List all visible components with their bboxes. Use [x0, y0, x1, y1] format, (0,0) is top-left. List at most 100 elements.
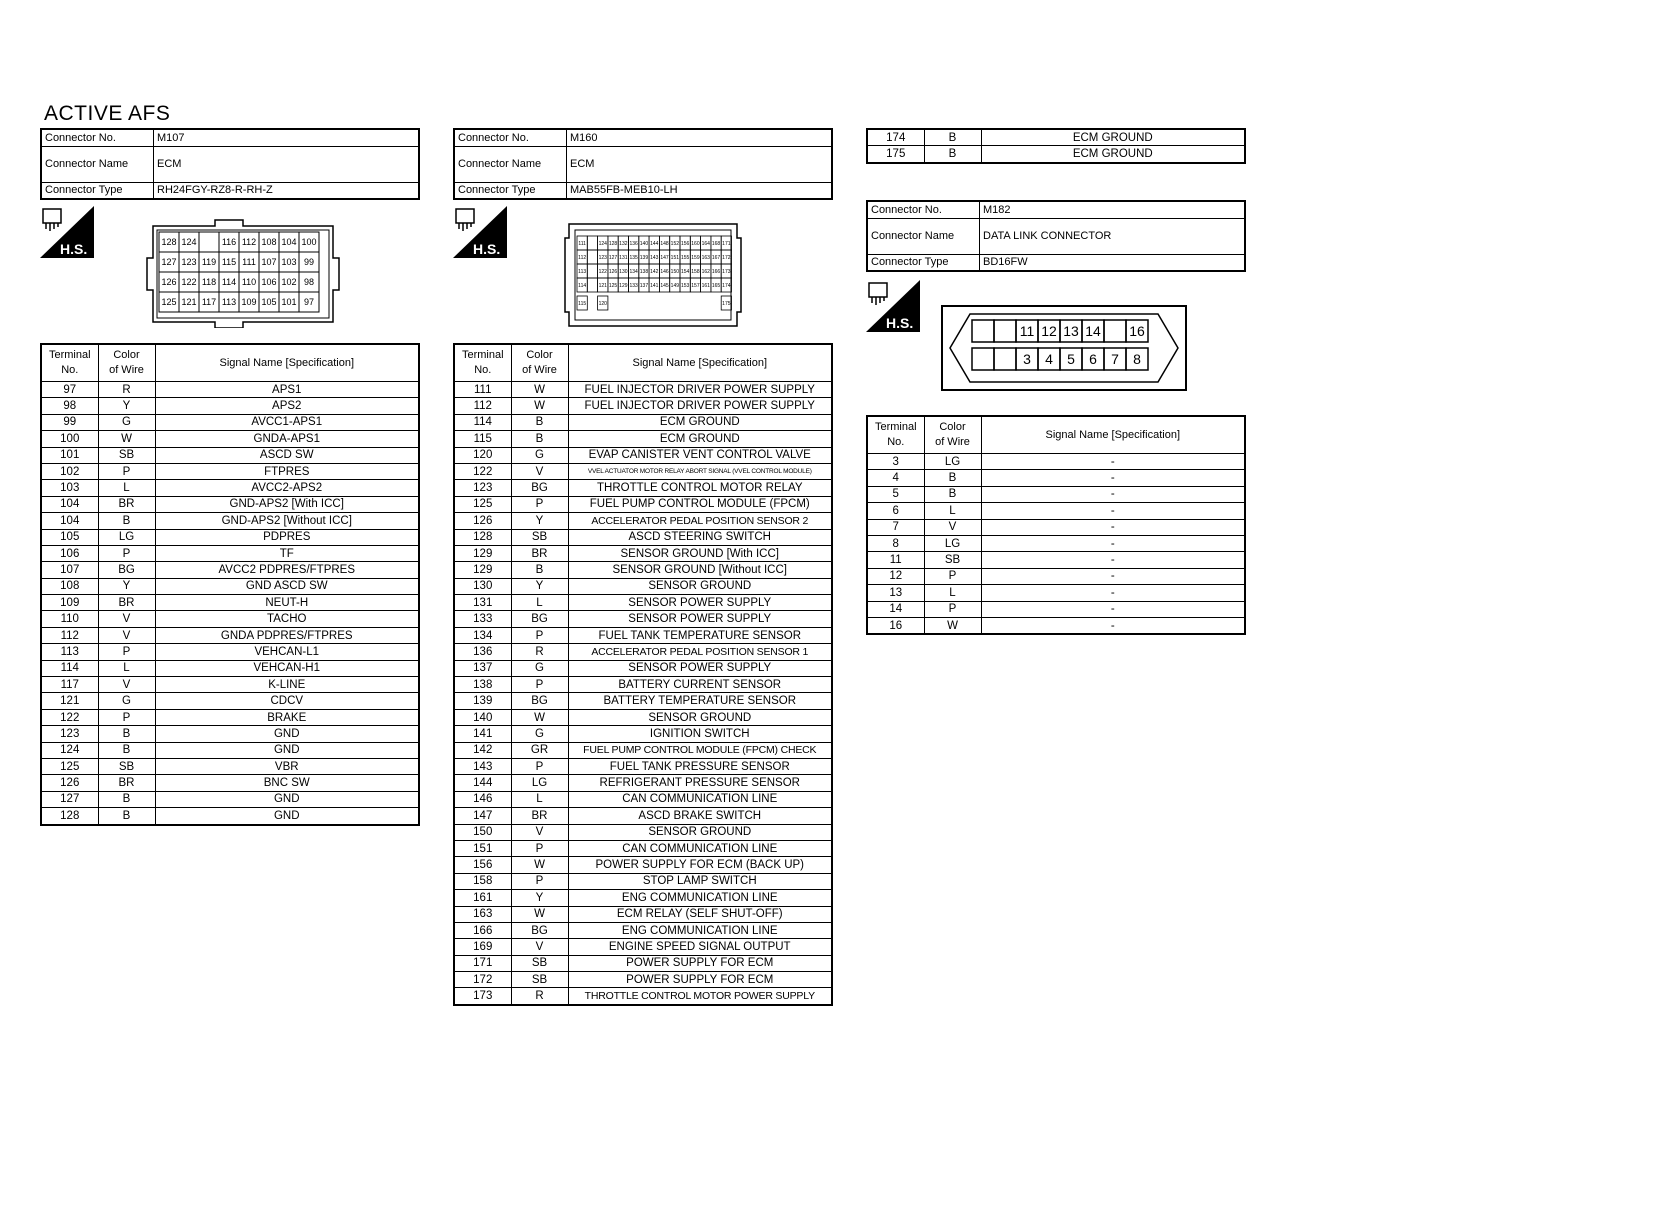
- pin-number: 126: [609, 269, 618, 275]
- signal-name-cell: TF: [154, 544, 420, 563]
- signal-name-cell: ECM GROUND: [980, 128, 1246, 147]
- wire-color-cell: BR: [97, 594, 156, 612]
- wire-color-cell: SB: [510, 971, 569, 989]
- pin-number: 100: [301, 237, 316, 247]
- harness-side-icon: H.S.: [40, 206, 94, 258]
- connector-type-label: Connector Type: [866, 253, 980, 272]
- wire-color-cell: B: [97, 790, 156, 809]
- terminal-no-cell: 146: [453, 790, 512, 809]
- signal-name-cell: FUEL TANK PRESSURE SENSOR: [567, 757, 833, 776]
- signal-name-cell: -: [980, 584, 1246, 602]
- signal-name-cell: ASCD STEERING SWITCH: [567, 528, 833, 546]
- signal-name-cell: THROTTLE CONTROL MOTOR POWER SUPPLY: [567, 987, 833, 1006]
- signal-name-cell: ENGINE SPEED SIGNAL OUTPUT: [567, 938, 833, 956]
- pin-number: 124: [599, 241, 608, 247]
- signal-name-cell: POWER SUPPLY FOR ECM: [567, 954, 833, 973]
- pin-number: 154: [681, 269, 690, 275]
- terminal-no-cell: 7: [866, 518, 925, 536]
- terminal-no-cell: 150: [453, 823, 512, 841]
- pin-cavity: [1125, 347, 1149, 371]
- connector-name-value: ECM: [566, 145, 833, 183]
- terminal-no-cell: 102: [40, 462, 99, 481]
- pin-number: 7: [1111, 351, 1119, 367]
- wire-color-cell: R: [97, 380, 156, 399]
- terminal-no-cell: 140: [453, 708, 512, 727]
- terminal-no-cell: 126: [40, 774, 99, 792]
- terminal-no-cell: 111: [453, 380, 512, 399]
- terminal-no-cell: 139: [453, 692, 512, 710]
- pin-number: 98: [304, 277, 314, 287]
- pin-number: 145: [660, 283, 669, 289]
- terminal-no-cell: 16: [866, 616, 925, 635]
- wire-color-cell: Y: [510, 512, 569, 530]
- wire-color-cell: SB: [923, 551, 982, 569]
- pin-number: 13: [1063, 323, 1079, 339]
- pin-number: 141: [650, 283, 659, 289]
- signal-name-header: Signal Name [Specification]: [980, 415, 1246, 454]
- pin-cavity: [720, 295, 732, 311]
- terminal-no-cell: 141: [453, 725, 512, 743]
- pin-number: 109: [241, 297, 256, 307]
- terminal-no-cell: 113: [40, 643, 99, 661]
- wire-color-cell: B: [510, 430, 569, 448]
- pin-number: 150: [671, 269, 680, 275]
- signal-name-cell: GNDA PDPRES/FTPRES: [154, 626, 420, 645]
- terminal-no-cell: 117: [40, 676, 99, 694]
- pin-number: 144: [650, 241, 659, 247]
- signal-name-cell: FTPRES: [154, 462, 420, 481]
- wire-color-cell: BG: [97, 561, 156, 579]
- pin-cavity: [971, 319, 995, 343]
- pin-number: 106: [261, 277, 276, 287]
- wire-color-cell: BR: [510, 807, 569, 825]
- wire-color-cell: B: [97, 725, 156, 743]
- wire-color-cell: GR: [510, 741, 569, 759]
- wire-color-cell: V: [510, 938, 569, 956]
- connector-no-value: M182: [979, 200, 1246, 219]
- terminal-no-cell: 99: [40, 413, 99, 432]
- terminal-no-cell: 121: [40, 692, 99, 710]
- signal-name-cell: CDCV: [154, 692, 420, 710]
- terminal-no-cell: 143: [453, 757, 512, 776]
- wire-color-cell: BR: [97, 495, 156, 514]
- pin-number: 114: [578, 283, 586, 289]
- signal-name-cell: VVEL ACTUATOR MOTOR RELAY ABORT SIGNAL (…: [567, 462, 833, 481]
- signal-name-cell: ENG COMMUNICATION LINE: [567, 921, 833, 940]
- terminal-no-cell: 110: [40, 610, 99, 628]
- wire-color-cell: BR: [510, 544, 569, 563]
- signal-name-cell: GND ASCD SW: [154, 577, 420, 596]
- signal-name-cell: BATTERY CURRENT SENSOR: [567, 676, 833, 694]
- wire-color-cell: B: [923, 469, 982, 487]
- pin-number: 158: [691, 269, 700, 275]
- pin-number: 120: [599, 301, 608, 307]
- signal-name-cell: -: [980, 502, 1246, 520]
- connector-name-value: DATA LINK CONNECTOR: [979, 217, 1246, 255]
- signal-name-cell: AVCC2-APS2: [154, 479, 420, 497]
- terminal-no-cell: 123: [453, 479, 512, 497]
- signal-name-cell: BRAKE: [154, 708, 420, 727]
- signal-name-cell: BNC SW: [154, 774, 420, 792]
- terminal-no-cell: 120: [453, 446, 512, 464]
- pin-number: 128: [161, 237, 176, 247]
- pin-number: 124: [181, 237, 196, 247]
- signal-name-cell: -: [980, 567, 1246, 586]
- wire-color-cell: B: [97, 741, 156, 759]
- pin-number: 136: [629, 241, 638, 247]
- pin-number: 173: [722, 269, 731, 275]
